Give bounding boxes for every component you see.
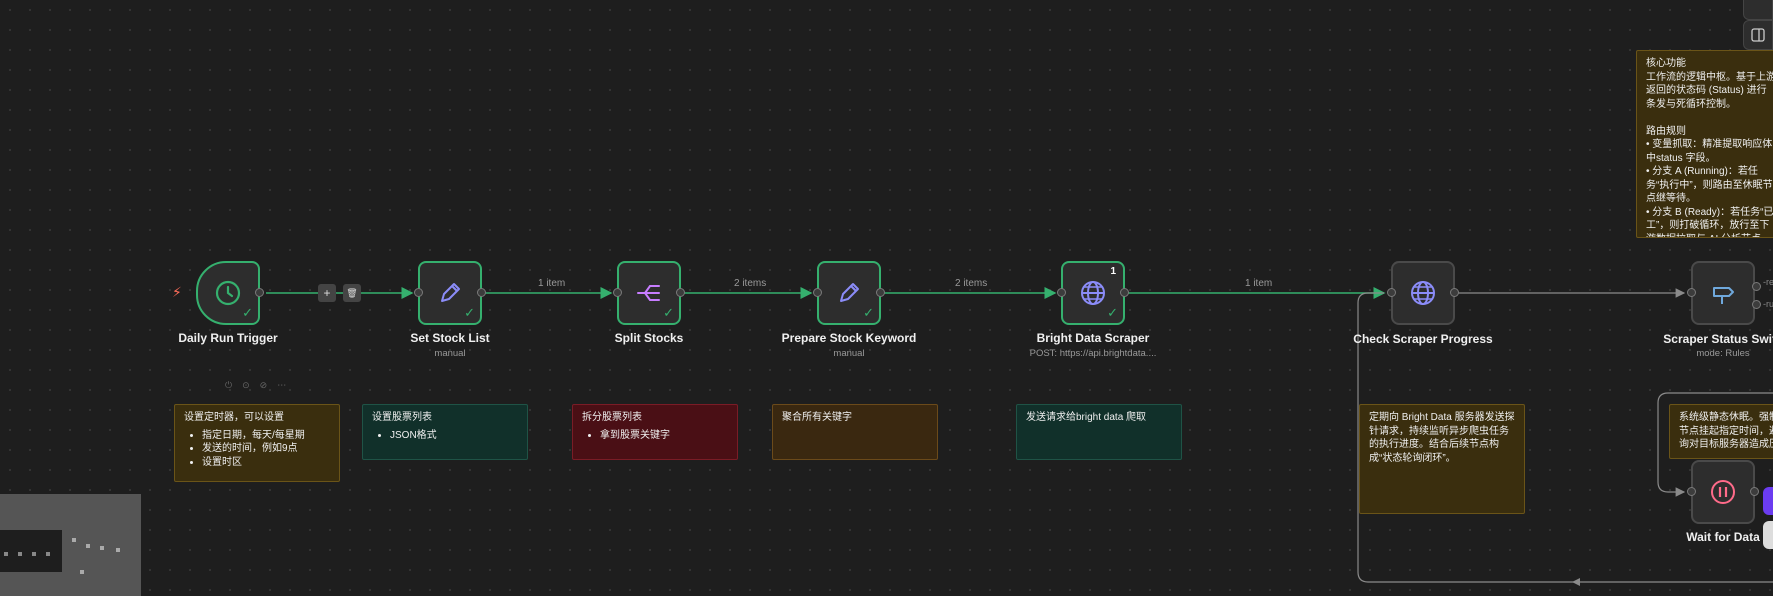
- panel-icon: [1751, 28, 1765, 42]
- switch-output-label: -re: [1763, 277, 1773, 287]
- output-port[interactable]: [477, 288, 486, 297]
- sticky-text: 核心功能 工作流的逻辑中枢。基于上游返回的状态码 (Status) 进行条发与死…: [1646, 58, 1773, 237]
- sticky-note-request[interactable]: 发送请求给bright data 爬取: [1016, 404, 1182, 460]
- sticky-note-split[interactable]: 拆分股票列表 拿到股票关键字: [572, 404, 738, 460]
- success-check-icon: ✓: [1107, 305, 1118, 320]
- node-check-scraper-progress[interactable]: [1387, 261, 1459, 325]
- edge-label-split-prepare: 2 items: [734, 278, 767, 289]
- input-port[interactable]: [813, 288, 822, 297]
- toggle-panel-button[interactable]: [1743, 20, 1773, 50]
- output-port[interactable]: [1750, 487, 1759, 496]
- minimap-viewport: [0, 530, 62, 572]
- clock-icon: [215, 280, 241, 306]
- node-label: Prepare Stock Keyword: [781, 331, 917, 345]
- node-label: Check Scraper Progress: [1353, 332, 1493, 346]
- sticky-title: 发送请求给bright data 爬取: [1026, 412, 1147, 423]
- sticky-title: 设置定时器，可以设置: [184, 412, 284, 423]
- canvas-minimap[interactable]: [0, 494, 141, 596]
- sticky-list-item: 发送的时间，例如9点: [202, 442, 330, 456]
- attached-subnode-chip[interactable]: [1763, 487, 1773, 515]
- node-split-stocks[interactable]: ✓: [613, 261, 685, 325]
- node-wait-for-data[interactable]: [1687, 460, 1759, 524]
- switch-output-label: -ru: [1763, 299, 1773, 309]
- node-label: Daily Run Trigger: [178, 331, 278, 345]
- node-sublabel: mode: Rules: [1696, 348, 1750, 359]
- sticky-title: 设置股票列表: [372, 412, 432, 423]
- node-sublabel: manual: [833, 348, 865, 359]
- play-icon[interactable]: ⊙: [242, 380, 250, 390]
- input-port[interactable]: [414, 288, 423, 297]
- output-port[interactable]: [1120, 288, 1129, 297]
- globe-icon: [1081, 281, 1105, 305]
- node-hover-toolbar: ⏻ ⊙ ⊘ ⋯: [225, 380, 286, 391]
- success-check-icon: ✓: [242, 305, 253, 320]
- sticky-list-item: JSON格式: [390, 429, 518, 443]
- trigger-bolt-icon: ⚡: [172, 284, 182, 300]
- edge-label-scraper-check: 1 item: [1245, 278, 1273, 289]
- node-sublabel: manual: [434, 348, 466, 359]
- sticky-note-wait[interactable]: 系统级静态休眠。强制节点挂起指定时间，避询对目标服务器造成压: [1669, 404, 1773, 459]
- sticky-title: 聚合所有关键字: [782, 412, 852, 423]
- node-label: Split Stocks: [614, 331, 684, 345]
- node-daily-run-trigger[interactable]: ✓: [196, 261, 264, 325]
- node-set-stock-list[interactable]: ✓: [414, 261, 486, 325]
- wire-switch-to-wait[interactable]: [1657, 392, 1773, 497]
- node-sublabel: POST: https://api.brightdata....: [1029, 348, 1157, 359]
- switch-output-port-2[interactable]: [1752, 300, 1761, 309]
- output-port[interactable]: [255, 288, 264, 297]
- output-port[interactable]: [676, 288, 685, 297]
- edge-label-prepare-scraper: 2 items: [955, 278, 988, 289]
- sticky-list-item: 拿到股票关键字: [600, 429, 728, 443]
- power-icon[interactable]: ⏻: [225, 380, 233, 390]
- delete-connection-button[interactable]: 🗑: [343, 284, 361, 302]
- node-label: Set Stock List: [410, 331, 490, 345]
- sticky-note-trigger[interactable]: 设置定时器，可以设置 指定日期，每天/每星期 发送的时间，例如9点 设置时区: [174, 404, 340, 482]
- node-label: Bright Data Scraper: [1036, 331, 1150, 345]
- run-count-badge: 1: [1110, 266, 1116, 277]
- success-check-icon: ✓: [663, 305, 674, 320]
- signpost-icon: [1713, 287, 1734, 304]
- more-icon[interactable]: ⋯: [277, 380, 287, 390]
- success-check-icon: ✓: [464, 305, 475, 320]
- sticky-list-item: 设置时区: [202, 456, 330, 470]
- node-prepare-stock-keyword[interactable]: ✓: [813, 261, 885, 325]
- output-port[interactable]: [876, 288, 885, 297]
- input-port[interactable]: [1687, 288, 1696, 297]
- wire-loop-back[interactable]: [1357, 292, 1773, 583]
- input-port[interactable]: [1057, 288, 1066, 297]
- sticky-note-progress[interactable]: 定期向 Bright Data 服务器发送探针请求，持续监听异步爬虫任务的执行进…: [1359, 404, 1525, 514]
- sticky-title: 拆分股票列表: [582, 412, 642, 423]
- attached-subnode-chip[interactable]: [1763, 521, 1773, 549]
- input-port[interactable]: [1387, 288, 1396, 297]
- input-port[interactable]: [1687, 487, 1696, 496]
- pencil-icon: [441, 283, 460, 302]
- split-icon: [637, 285, 660, 301]
- input-port[interactable]: [613, 288, 622, 297]
- add-node-button[interactable]: +: [318, 284, 336, 302]
- sticky-text: 系统级静态休眠。强制节点挂起指定时间，避询对目标服务器造成压: [1679, 412, 1773, 450]
- sticky-note-aggregate[interactable]: 聚合所有关键字: [772, 404, 938, 460]
- sticky-note-set-list[interactable]: 设置股票列表 JSON格式: [362, 404, 528, 460]
- node-scraper-status-switch[interactable]: [1687, 261, 1755, 325]
- sticky-text: 定期向 Bright Data 服务器发送探针请求，持续监听异步爬虫任务的执行进…: [1369, 412, 1515, 464]
- sticky-list-item: 指定日期，每天/每星期: [202, 429, 330, 443]
- disable-icon[interactable]: ⊘: [259, 380, 268, 390]
- pencil-icon: [840, 283, 859, 302]
- globe-icon: [1411, 281, 1435, 305]
- node-label: Wait for Data: [1686, 530, 1760, 544]
- pause-icon: [1711, 480, 1735, 504]
- node-label: Scraper Status Switc: [1663, 332, 1773, 346]
- loop-arrow-icon: [1572, 578, 1580, 586]
- sticky-note-core-function[interactable]: 核心功能 工作流的逻辑中枢。基于上游返回的状态码 (Status) 进行条发与死…: [1636, 50, 1773, 238]
- success-check-icon: ✓: [863, 305, 874, 320]
- output-port[interactable]: [1450, 288, 1459, 297]
- canvas-toolbar-button[interactable]: [1743, 0, 1773, 20]
- edge-label-set-split: 1 item: [538, 278, 566, 289]
- node-bright-data-scraper[interactable]: 1 ✓: [1057, 261, 1129, 325]
- switch-output-port-1[interactable]: [1752, 282, 1761, 291]
